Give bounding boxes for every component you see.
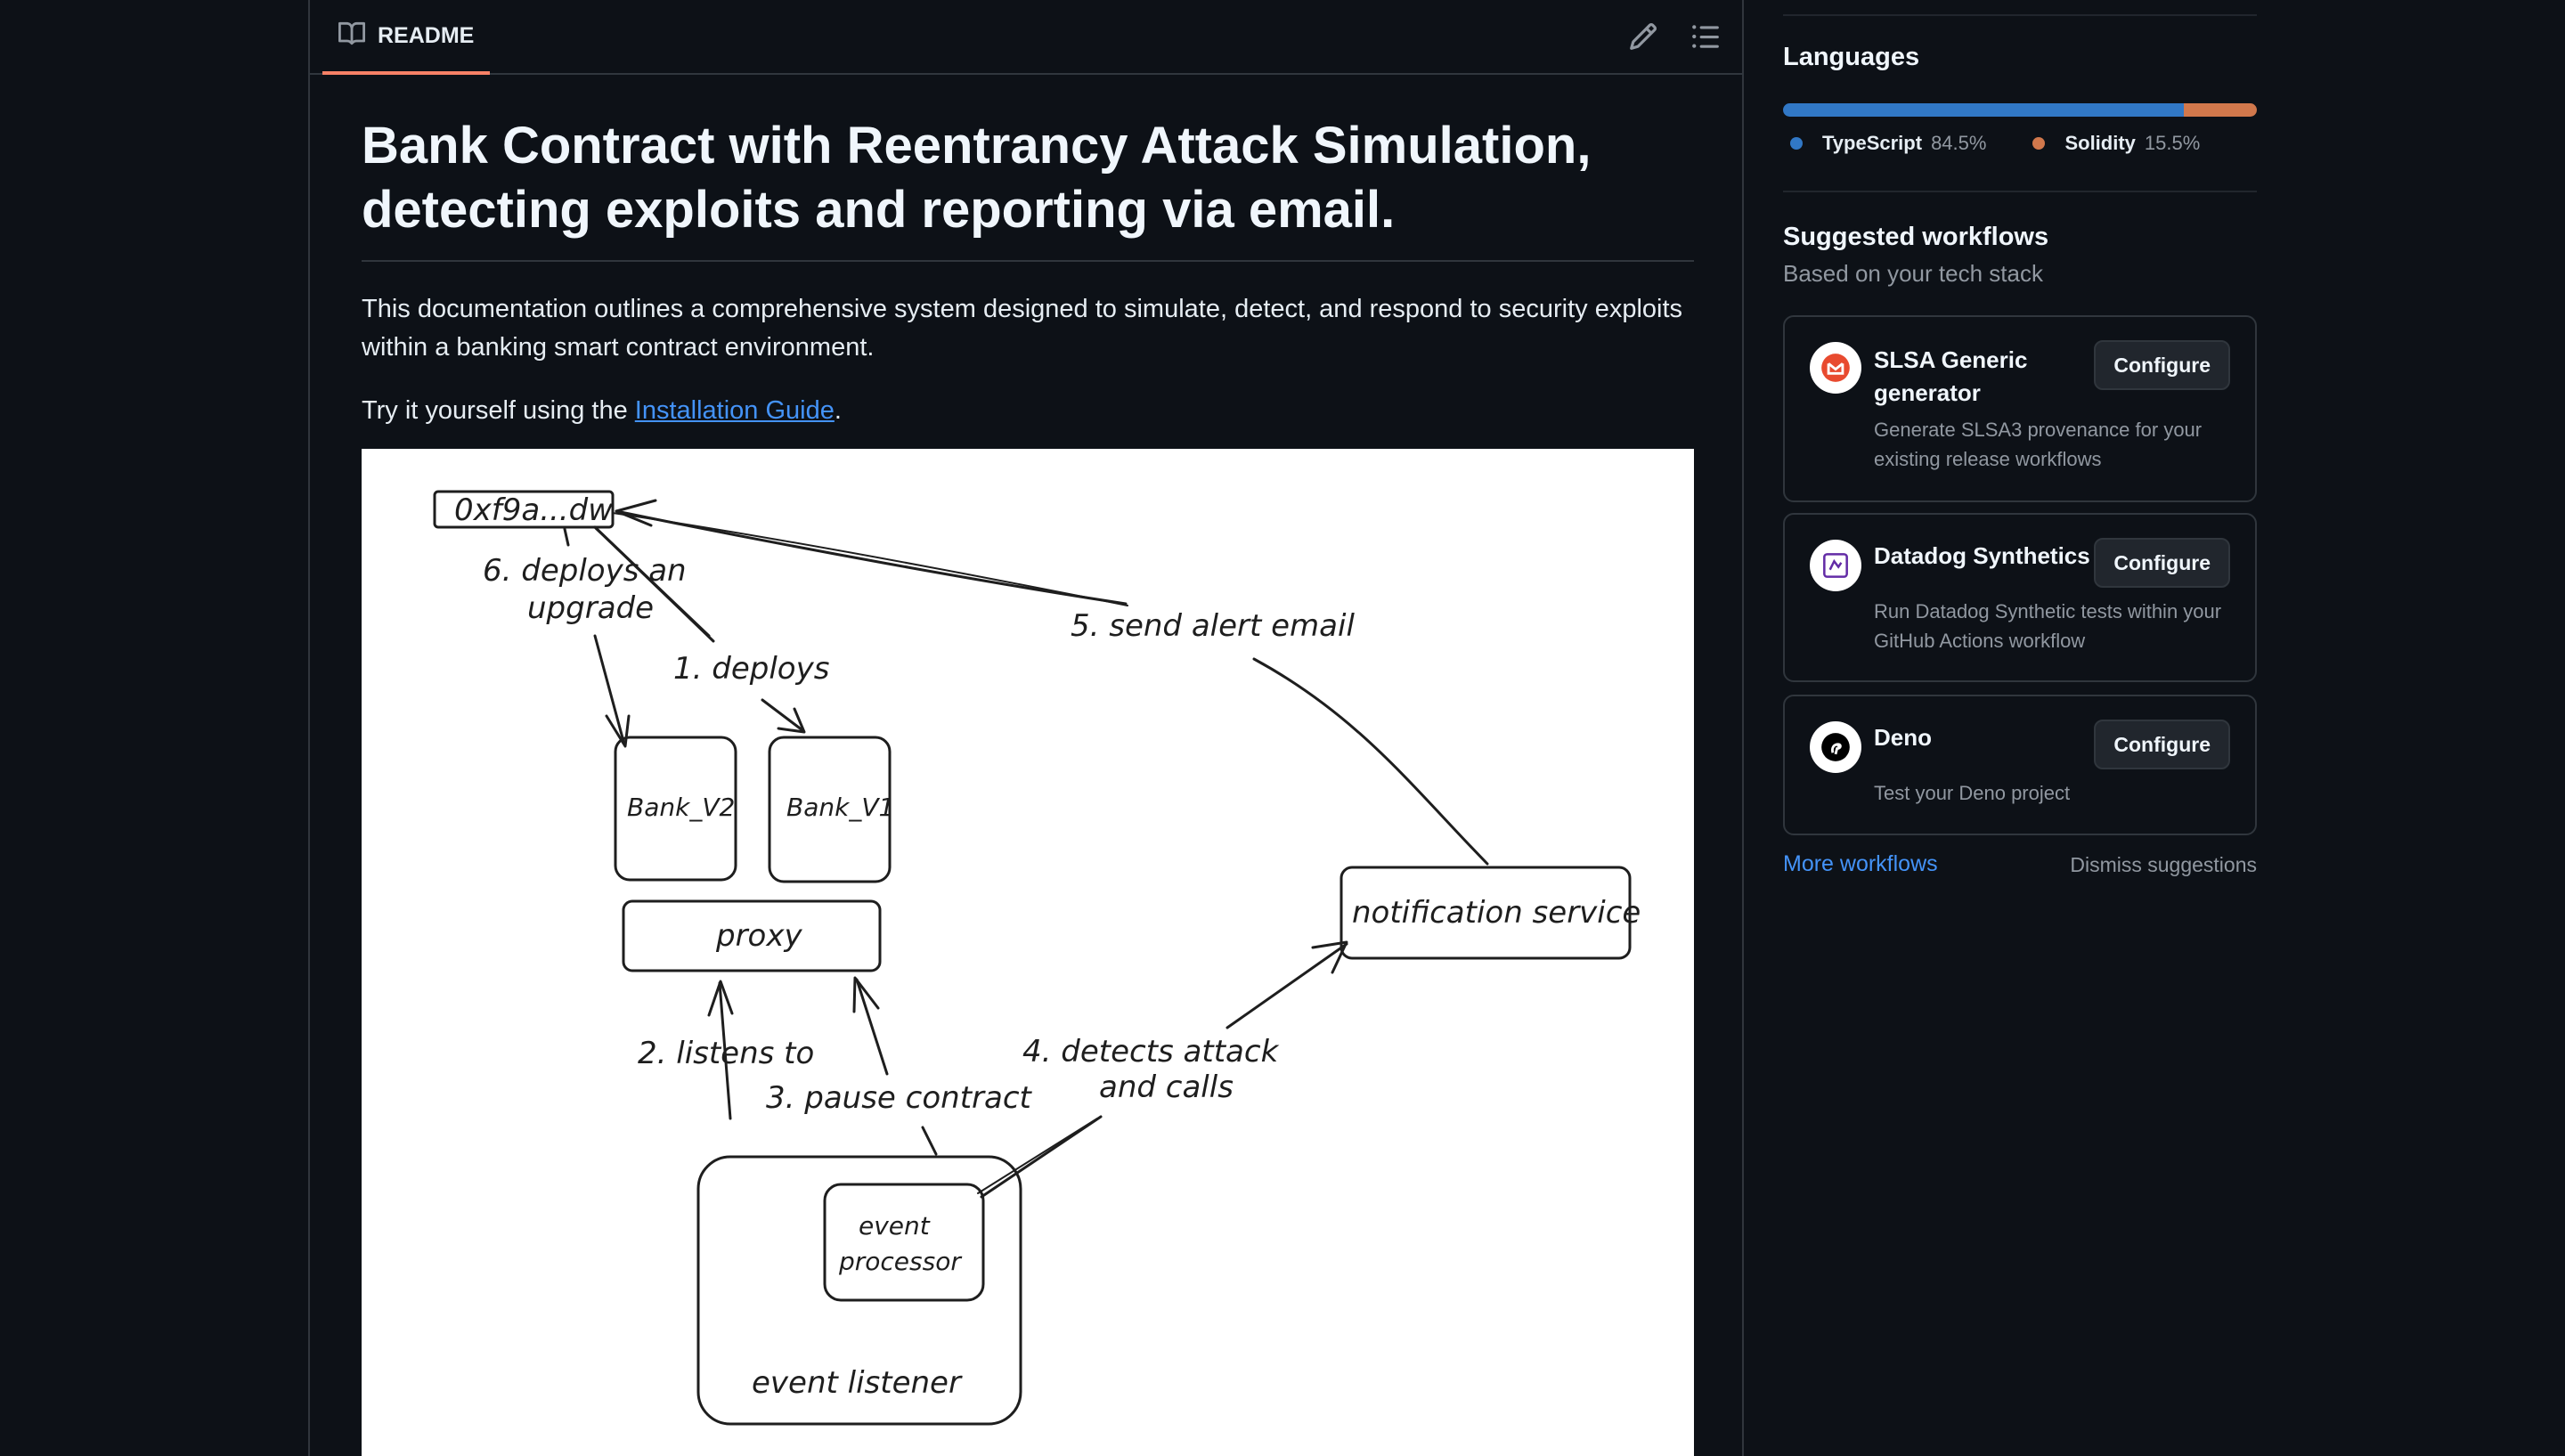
language-percent: 84.5% [1931,132,1987,154]
tab-readme[interactable]: README [322,0,491,75]
try-prefix: Try it yourself using the [362,396,635,425]
workflow-title: Deno [1874,724,1932,751]
languages-bar [1783,103,2257,117]
language-name: Solidity [2064,132,2136,154]
readme-tab-label: README [378,22,475,48]
more-workflows-link[interactable]: More workflows [1783,851,1938,876]
line-pause [921,1126,938,1156]
label-detects-line2: and calls [1099,1070,1234,1105]
edit-pencil-icon[interactable] [1628,21,1658,52]
language-item-typescript[interactable]: TypeScript 84.5% [1783,132,1986,155]
workflow-title-line1: SLSA Generic [1874,346,2028,373]
readme-body: Bank Contract with Reentrancy Attack Sim… [362,75,1694,430]
workflow-card-slsa: SLSA Generic generator Generate SLSA3 pr… [1783,315,2257,502]
address-box-shape [433,490,615,529]
bank-v2-box [614,736,737,882]
workflow-card-datadog: Datadog Synthetics Run Datadog Synthetic… [1783,513,2257,682]
label-detects-line1: 4. detects attack [1022,1034,1280,1070]
architecture-diagram: 0xf9a...dw 6. deploys an upgrade 1. depl… [362,449,1694,1456]
workflow-description: Generate SLSA3 provenance for your exist… [1874,419,2203,470]
installation-guide-link[interactable]: Installation Guide [634,396,835,425]
bank-v1-box [768,736,892,883]
suggested-workflows-subheading: Based on your tech stack [1783,260,2043,287]
readme-try-line: Try it yourself using the Installation G… [362,392,1694,430]
proxy-box [622,899,882,972]
notification-service-label: notification service [1352,895,1641,931]
event-processor-box [823,1183,985,1302]
deno-logo-icon [1810,721,1861,773]
readme-panel: README Bank Contract with Reentrancy Att… [308,0,1744,1456]
lang-bar-solidity [2183,103,2257,117]
arrow-deploys [761,698,804,732]
table-of-contents-icon[interactable] [1690,21,1721,52]
readme-intro: This documentation outlines a comprehens… [362,295,1683,362]
label-deploys-upgrade-line1: 6. deploys an [483,553,687,589]
label-send-alert: 5. send alert email [1071,608,1355,644]
arrow-segment [593,525,711,638]
label-listens-to: 2. listens to [638,1036,814,1071]
readme-header: README [310,0,1742,75]
workflow-title: SLSA Generic generator [1874,344,2027,410]
language-item-solidity[interactable]: Solidity 15.5% [2025,132,2200,155]
datadog-logo-icon [1810,540,1861,591]
line-alert [1252,657,1489,866]
workflow-description: Test your Deno project [1874,782,2071,804]
arrow-upgrade [593,634,626,746]
arrowhead [1311,940,1348,974]
event-processor-label-line1: event [859,1211,931,1240]
arrowhead [615,499,657,527]
dismiss-suggestions-link[interactable]: Dismiss suggestions [2070,853,2257,876]
repo-sidebar: Languages TypeScript 84.5% Solidity 15.5… [1783,0,2257,1456]
workflow-title: Datadog Synthetics [1874,542,2090,569]
workflow-description: Run Datadog Synthetic tests within your … [1874,600,2222,652]
label-deploys: 1. deploys [673,651,829,687]
language-name: TypeScript [1822,132,1923,154]
languages-heading: Languages [1783,43,1920,71]
typescript-dot-icon [1790,137,1803,150]
notification-service-box [1340,866,1632,960]
event-processor-label-line2: processor [838,1247,962,1276]
solidity-dot-icon [2032,137,2046,150]
arrow-listens-to [718,981,732,1120]
event-listener-label: event listener [752,1365,963,1401]
arrowhead [605,714,631,748]
arrowhead [852,976,880,1013]
label-pause-contract: 3. pause contract [766,1080,1033,1116]
address-box-label: 0xf9a...dw [454,492,613,528]
book-icon [338,20,366,52]
try-suffix: . [834,396,842,425]
workflow-title-line2: generator [1874,379,1981,406]
arrow-segment [563,527,570,547]
arrow-send-alert [615,509,1128,606]
language-percent: 15.5% [2144,132,2201,154]
suggested-workflows-heading: Suggested workflows [1783,223,2049,251]
readme-title: Bank Contract with Reentrancy Attack Sim… [362,114,1694,262]
arrow-detects [1226,942,1348,1029]
languages-list: TypeScript 84.5% Solidity 15.5% [1783,132,2200,155]
configure-deno-button[interactable]: Configure [2094,720,2230,769]
arrowhead [777,707,806,734]
arrow-pause-contract [855,978,889,1076]
workflow-card-deno: Deno Test your Deno project Configure [1783,695,2257,835]
proxy-label: proxy [715,918,802,954]
configure-slsa-button[interactable]: Configure [2094,340,2230,390]
line-detects [980,1115,1103,1199]
bank-v1-label: Bank_V1 [786,793,894,822]
lang-bar-typescript [1783,103,2184,117]
arrowhead [707,980,734,1017]
label-deploys-upgrade-line2: upgrade [527,590,654,626]
bank-v2-label: Bank_V2 [627,793,735,822]
configure-datadog-button[interactable]: Configure [2094,538,2230,588]
divider [1783,14,2257,16]
slsa-logo-icon [1810,342,1861,394]
event-listener-box [696,1155,1022,1426]
divider [1783,191,2257,192]
